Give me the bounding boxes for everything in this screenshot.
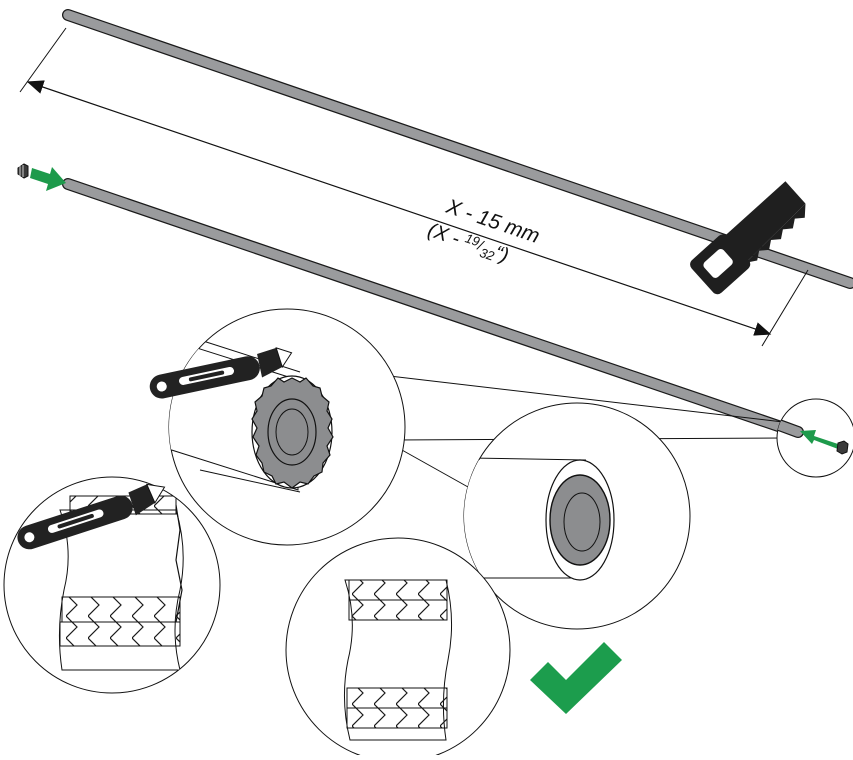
green-arrow-icon (30, 167, 66, 191)
checkmark-icon (530, 642, 622, 714)
section-clean-circle (285, 537, 511, 760)
utility-knife-icon (17, 483, 166, 550)
green-arrow-icon (800, 430, 838, 449)
dimension-inch-suffix: “) (492, 242, 512, 267)
dimension-inch-den: 32 (478, 245, 497, 264)
utility-knife-icon (149, 347, 293, 399)
dimension-inch-prefix: (X - (425, 219, 468, 252)
dimension-label: X - 15 mm (X - 19/32“) (425, 195, 543, 267)
dimension-inch-num: 19 (463, 230, 482, 249)
end-detail-circle (776, 398, 853, 478)
threaded-insert-icon (17, 163, 29, 179)
clean-end-circle (463, 402, 691, 630)
threaded-insert-icon (836, 440, 849, 455)
hand-saw-icon (690, 181, 806, 295)
dimension-line (19, 27, 809, 347)
